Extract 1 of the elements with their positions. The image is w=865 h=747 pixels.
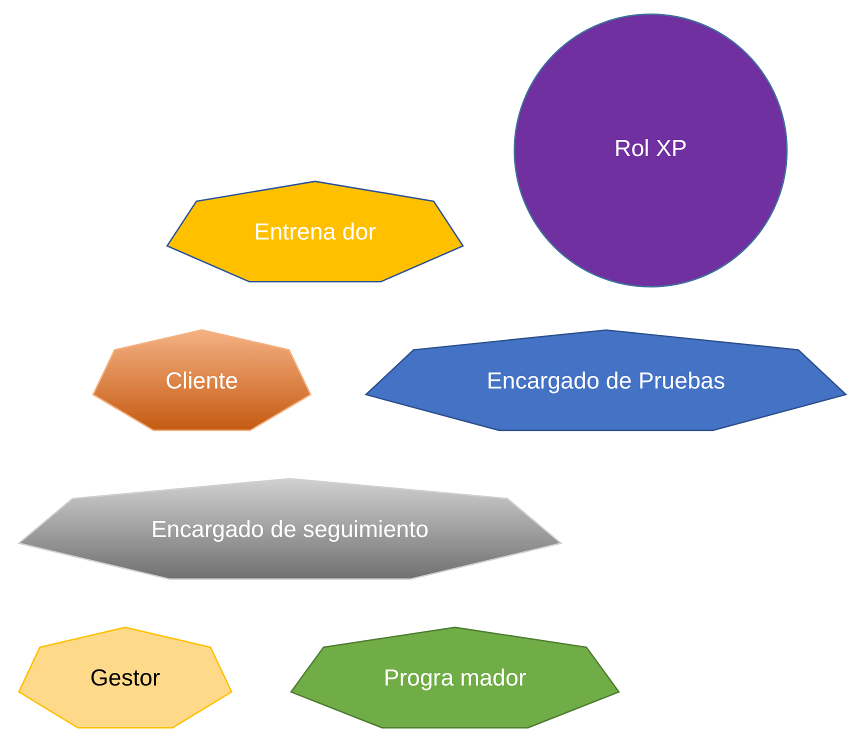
node-circle: Rol XP — [514, 14, 788, 288]
